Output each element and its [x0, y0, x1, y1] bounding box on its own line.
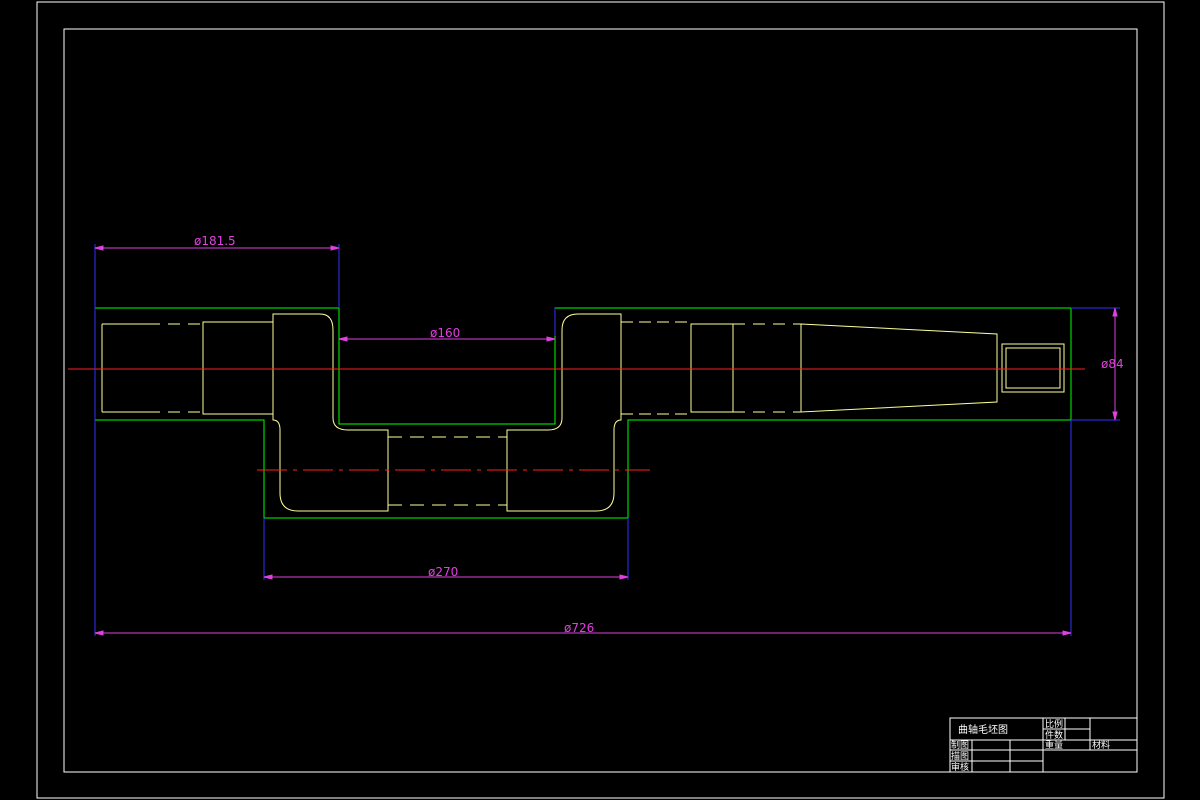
design-label: 描图 — [951, 750, 969, 762]
scale-label: 比例 — [1045, 718, 1063, 730]
drawing-title: 曲轴毛坯图 — [958, 723, 1008, 736]
inner-frame — [63, 28, 1138, 773]
crankshaft-part — [101, 313, 1065, 512]
weight-label: 重量 — [1045, 739, 1063, 751]
extension-lines — [94, 244, 1120, 636]
blank-outline — [94, 307, 1072, 519]
outer-frame — [36, 1, 1165, 799]
dim-726: ø726 — [564, 621, 594, 635]
dim-270: ø270 — [428, 565, 458, 579]
quantity-label: 件数 — [1045, 729, 1063, 741]
title-block — [949, 717, 1138, 773]
dimension-lines — [94, 245, 1118, 636]
review-label: 审核 — [951, 761, 969, 773]
dim-84: ø84 — [1101, 357, 1124, 371]
dim-160: ø160 — [430, 326, 460, 340]
dim-181-5: ø181.5 — [194, 234, 236, 248]
drawn-label: 制图 — [951, 739, 969, 751]
material-label: 材料 — [1092, 739, 1110, 751]
